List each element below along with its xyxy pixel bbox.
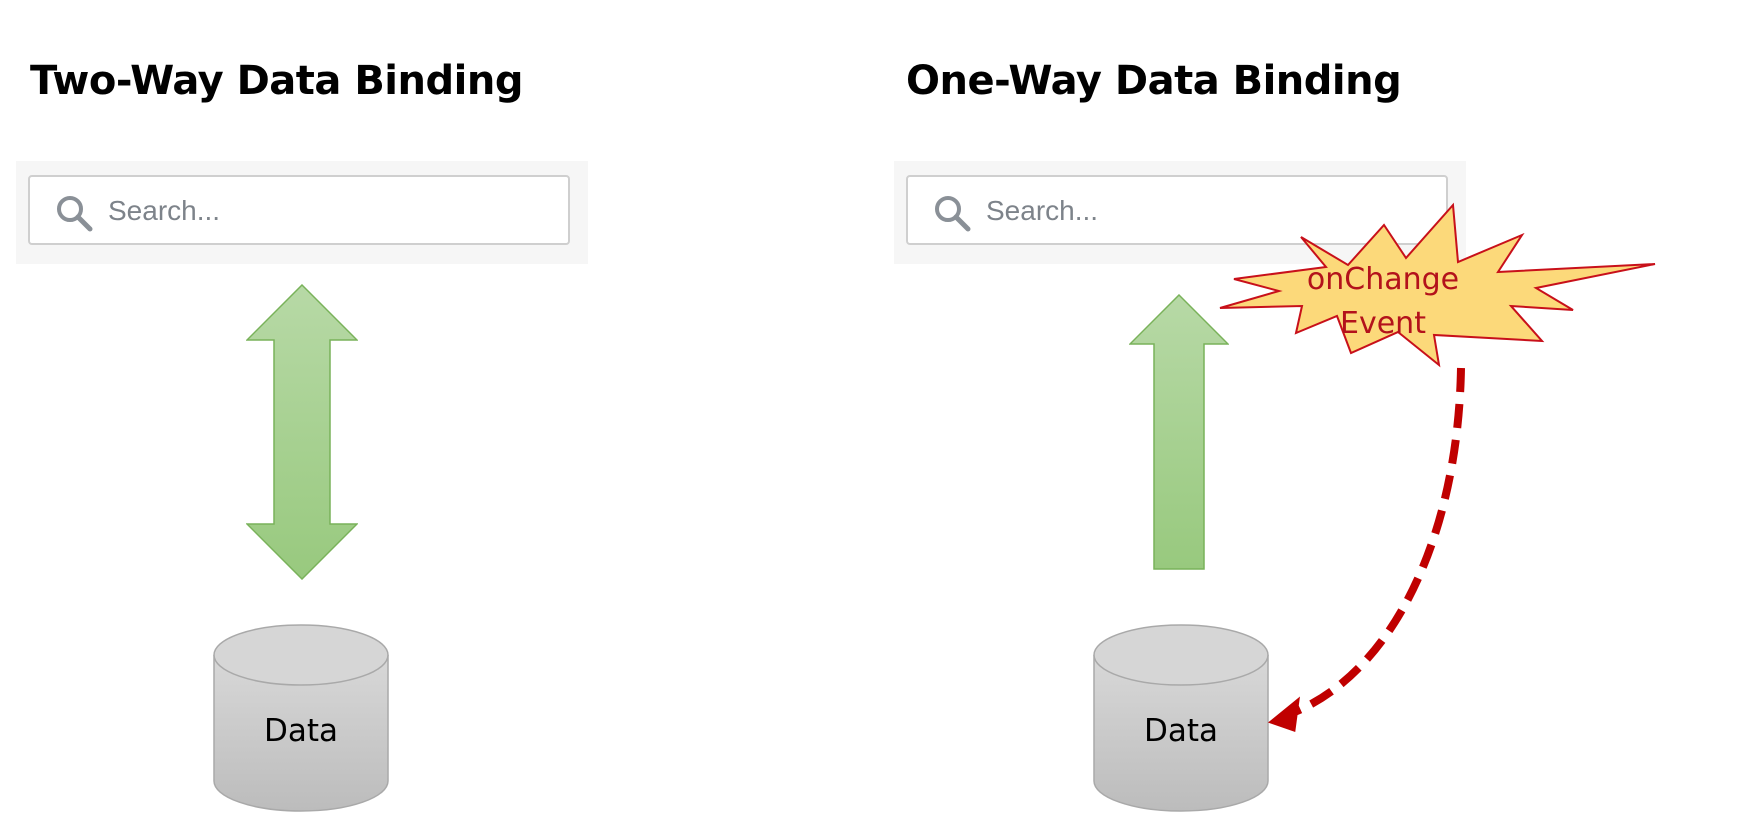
arrowhead-icon — [1267, 696, 1300, 733]
two-way-search-input[interactable] — [108, 191, 548, 231]
explosion-burst-icon — [1219, 202, 1656, 368]
event-line-2: Event — [1340, 306, 1426, 341]
search-icon — [935, 196, 971, 232]
two-way-search-box[interactable] — [28, 175, 570, 245]
data-cylinder: Data — [213, 623, 389, 818]
data-label: Data — [1143, 713, 1219, 749]
two-way-search-container — [16, 161, 588, 264]
database-icon — [1093, 624, 1269, 812]
one-way-panel: One-Way Data Binding — [870, 0, 1740, 812]
event-dashed-arrow — [1267, 367, 1465, 733]
data-label: Data — [263, 713, 339, 749]
onchange-event-label: onChange Event — [1218, 258, 1548, 346]
two-way-panel: Two-Way Data Binding — [0, 0, 870, 812]
event-line-1: onChange — [1306, 262, 1460, 297]
search-icon — [57, 196, 93, 232]
one-way-search-box[interactable] — [906, 175, 1448, 245]
one-way-search-input[interactable] — [986, 191, 1426, 231]
two-way-title: Two-Way Data Binding — [30, 58, 523, 104]
one-way-title: One-Way Data Binding — [906, 58, 1402, 104]
onchange-event-burst: onChange Event — [1218, 200, 1658, 400]
up-arrow — [1129, 294, 1229, 570]
bidirectional-arrow — [246, 284, 358, 580]
database-icon — [213, 624, 389, 812]
data-cylinder: Data — [1093, 623, 1269, 818]
